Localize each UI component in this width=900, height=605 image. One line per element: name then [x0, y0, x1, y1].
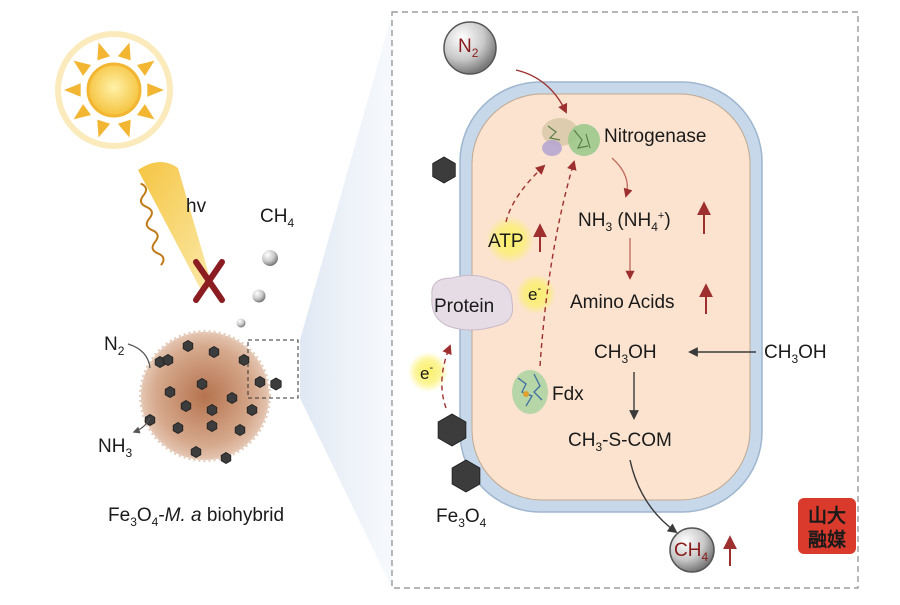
- svg-text:山大: 山大: [808, 504, 846, 527]
- nitrogenase-label: Nitrogenase: [604, 126, 706, 147]
- blocked-cross-icon: [193, 259, 225, 303]
- atp-to-nitrogenase-arrow: [505, 164, 546, 223]
- nh3-pointer-arrow: [132, 417, 151, 434]
- sun-ray: [73, 60, 92, 76]
- sun-ray: [64, 83, 81, 97]
- nh3-nh4-label: NH3 (NH4+): [578, 210, 671, 234]
- n2-to-nitrogenase-arrow: [515, 69, 568, 114]
- electron-glow-upper: [516, 274, 556, 314]
- electron-label-upper: e-: [528, 283, 541, 304]
- fe3o4-particle: [437, 413, 467, 447]
- ch3scom-to-ch4-arrow: [629, 459, 678, 534]
- sun-ray: [136, 104, 155, 120]
- sun-icon: [55, 31, 173, 149]
- atp-glow: [486, 216, 534, 264]
- sun-ray: [147, 83, 164, 97]
- fe3o4-particle: [190, 446, 202, 458]
- svg-text:N2: N2: [458, 36, 479, 60]
- fe3o4-label: Fe3O4: [436, 506, 487, 530]
- fe3o4-particle: [432, 156, 456, 184]
- sun-ray: [73, 104, 92, 120]
- n2-label-left: N2: [104, 334, 125, 358]
- fe3o4-particle: [180, 400, 192, 412]
- ch4-bubble-medium: [252, 289, 266, 303]
- sun-ray: [97, 42, 111, 61]
- fe3o4-particle: [220, 452, 232, 464]
- sun-ray: [117, 42, 131, 61]
- fe3o4-particle: [182, 340, 194, 352]
- fe3o4-particle: [196, 378, 208, 390]
- fe3o4-particle: [172, 422, 184, 434]
- electron-glow-lower: [408, 352, 448, 392]
- fdx-to-nitrogenase-arrow: [539, 160, 577, 367]
- svg-text:融媒: 融媒: [808, 529, 847, 551]
- fe3o4-particle: [246, 404, 258, 416]
- fe3o4-particle: [451, 459, 481, 493]
- n2-pointer-line: [127, 343, 151, 369]
- protein-blob-icon: [431, 274, 514, 331]
- fe3o4-particle: [238, 354, 250, 366]
- microbe-icon: [139, 330, 271, 464]
- ch4-bubble: CH4: [669, 527, 715, 573]
- protein-label: Protein: [434, 296, 494, 317]
- sun-ray: [117, 119, 131, 138]
- zoom-box: [247, 339, 299, 399]
- fe3o4-particle: [234, 424, 246, 436]
- detail-frame: [391, 11, 859, 589]
- fe3o4-to-protein-arrow: [441, 344, 452, 409]
- fe3o4-particles-outside: [270, 156, 481, 493]
- hv-label: hv: [186, 196, 207, 217]
- fe3o4-particle: [162, 354, 174, 366]
- ch4-label-left: CH4: [260, 206, 294, 230]
- ch3oh-inside-label: CH3OH: [594, 342, 657, 366]
- nitrogenase-enzyme-icon: [542, 118, 600, 156]
- fdx-label: Fdx: [552, 384, 584, 405]
- nh3-label-left: NH3: [98, 436, 132, 460]
- fe3o4-particle: [226, 392, 238, 404]
- light-ray-icon: [138, 161, 212, 290]
- svg-text:CH4: CH4: [674, 540, 708, 564]
- amino-acids-label: Amino Acids: [570, 292, 675, 313]
- watermark-logo: 山大 融媒: [798, 498, 856, 554]
- nitrogenase-to-nh3-arrow: [611, 157, 633, 198]
- fe3o4-particle: [164, 386, 176, 398]
- sun-ray: [136, 60, 155, 76]
- fdx-protein-icon: [512, 370, 548, 414]
- n2-bubble: N2: [443, 21, 497, 75]
- zoom-funnel: [300, 14, 392, 588]
- fe3o4-particle: [254, 376, 266, 388]
- electron-label-lower: e-: [420, 362, 433, 383]
- ch3scom-label: CH3-S-COM: [568, 430, 672, 454]
- fe3o4-particle: [206, 404, 218, 416]
- biohybrid-caption: Fe3O4-M. a biohybrid: [108, 505, 284, 529]
- ch4-bubble-small: [236, 318, 246, 328]
- sun-ray: [97, 119, 111, 138]
- atp-label: ATP: [488, 231, 524, 252]
- sun-halo: [55, 31, 173, 149]
- fe3o4-particle: [208, 346, 220, 358]
- ch3oh-outside-label: CH3OH: [764, 342, 827, 366]
- fe3o4-particle: [206, 420, 218, 432]
- ch4-bubble-large: [262, 250, 278, 266]
- fe3o4-particle: [270, 377, 282, 391]
